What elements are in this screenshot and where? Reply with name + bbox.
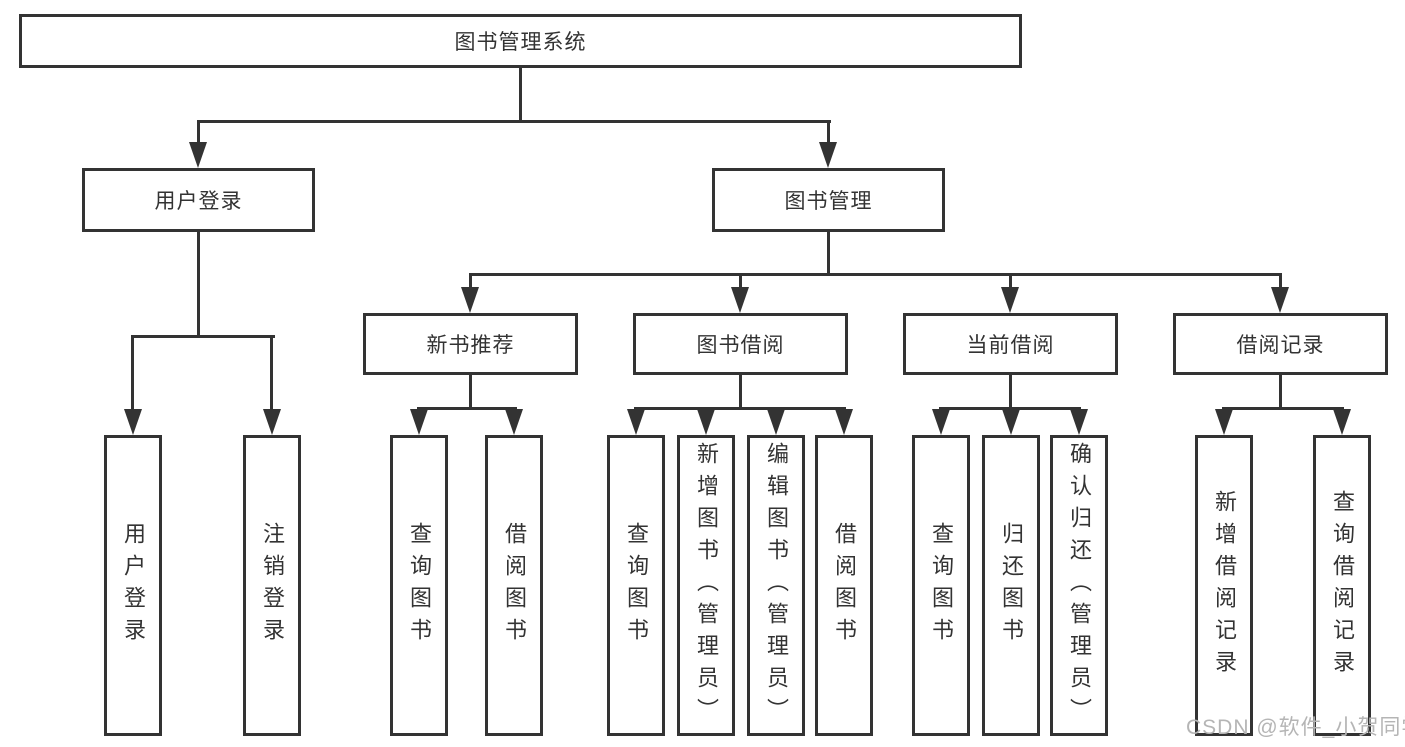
- leaf-return-books: 归还图书: [982, 435, 1040, 736]
- connector-line: [634, 407, 846, 410]
- connector-line: [417, 407, 517, 410]
- leaf-label: 归还图书: [999, 521, 1024, 650]
- connector-line: [1009, 375, 1012, 409]
- arrow-down-icon: [1002, 409, 1020, 435]
- arrow-down-icon: [1271, 287, 1289, 313]
- arrow-down-icon: [1215, 409, 1233, 435]
- arrow-down-icon: [263, 409, 281, 435]
- arrow-down-icon: [124, 409, 142, 435]
- arrow-down-icon: [410, 409, 428, 435]
- arrow-down-icon: [189, 142, 207, 168]
- connector-line: [1009, 273, 1012, 290]
- arrow-down-icon: [627, 409, 645, 435]
- connector-line: [197, 120, 831, 123]
- leaf-query-books-borrowing: 查询图书: [607, 435, 665, 736]
- node-book-borrowing: 图书借阅: [633, 313, 848, 375]
- leaf-label: 确认归还（管理员）: [1067, 441, 1092, 730]
- leaf-query-borrow-record: 查询借阅记录: [1313, 435, 1371, 736]
- connector-line: [519, 68, 522, 122]
- leaf-confirm-return-admin: 确认归还（管理员）: [1050, 435, 1108, 736]
- leaf-add-book-admin: 新增图书（管理员）: [677, 435, 735, 736]
- node-library-management-system: 图书管理系统: [19, 14, 1022, 68]
- connector-line: [270, 335, 273, 413]
- leaf-label: 编辑图书（管理员）: [764, 441, 789, 730]
- connector-line: [739, 273, 742, 290]
- leaf-query-books-current: 查询图书: [912, 435, 970, 736]
- node-book-management: 图书管理: [712, 168, 945, 232]
- connector-line: [131, 335, 134, 413]
- arrow-down-icon: [819, 142, 837, 168]
- connector-line: [469, 273, 472, 290]
- node-borrowing-records: 借阅记录: [1173, 313, 1388, 375]
- arrow-down-icon: [731, 287, 749, 313]
- connector-line: [197, 120, 200, 148]
- arrow-down-icon: [505, 409, 523, 435]
- arrow-down-icon: [461, 287, 479, 313]
- leaf-query-books-recommend: 查询图书: [390, 435, 448, 736]
- node-user-login: 用户登录: [82, 168, 315, 232]
- arrow-down-icon: [1070, 409, 1088, 435]
- leaf-add-borrow-record: 新增借阅记录: [1195, 435, 1253, 736]
- node-new-book-recommend: 新书推荐: [363, 313, 578, 375]
- connector-line: [469, 273, 1282, 276]
- leaf-borrow-books-borrowing: 借阅图书: [815, 435, 873, 736]
- arrow-down-icon: [835, 409, 853, 435]
- leaf-user-login: 用户登录: [104, 435, 162, 736]
- connector-line: [131, 335, 275, 338]
- connector-line: [739, 375, 742, 409]
- connector-line: [827, 120, 830, 148]
- arrow-down-icon: [1001, 287, 1019, 313]
- leaf-label: 注销登录: [260, 521, 285, 650]
- leaf-label: 借阅图书: [502, 521, 527, 650]
- connector-line: [939, 407, 1081, 410]
- connector-line: [469, 375, 472, 409]
- leaf-label: 新增借阅记录: [1212, 489, 1237, 682]
- connector-line: [1222, 407, 1344, 410]
- leaf-label: 用户登录: [121, 521, 146, 650]
- node-current-borrowing: 当前借阅: [903, 313, 1118, 375]
- leaf-label: 查询图书: [407, 521, 432, 650]
- connector-line: [1279, 375, 1282, 409]
- connector-line: [827, 232, 830, 275]
- arrow-down-icon: [767, 409, 785, 435]
- arrow-down-icon: [932, 409, 950, 435]
- arrow-down-icon: [1333, 409, 1351, 435]
- csdn-watermark: CSDN @软件_小贺同学: [1186, 716, 1405, 739]
- connector-line: [197, 232, 200, 337]
- leaf-label: 查询图书: [929, 521, 954, 650]
- leaf-borrow-books-recommend: 借阅图书: [485, 435, 543, 736]
- connector-line: [1279, 273, 1282, 290]
- leaf-edit-book-admin: 编辑图书（管理员）: [747, 435, 805, 736]
- leaf-label: 借阅图书: [832, 521, 857, 650]
- arrow-down-icon: [697, 409, 715, 435]
- leaf-label: 查询图书: [624, 521, 649, 650]
- leaf-logout: 注销登录: [243, 435, 301, 736]
- leaf-label: 查询借阅记录: [1330, 489, 1355, 682]
- leaf-label: 新增图书（管理员）: [694, 441, 719, 730]
